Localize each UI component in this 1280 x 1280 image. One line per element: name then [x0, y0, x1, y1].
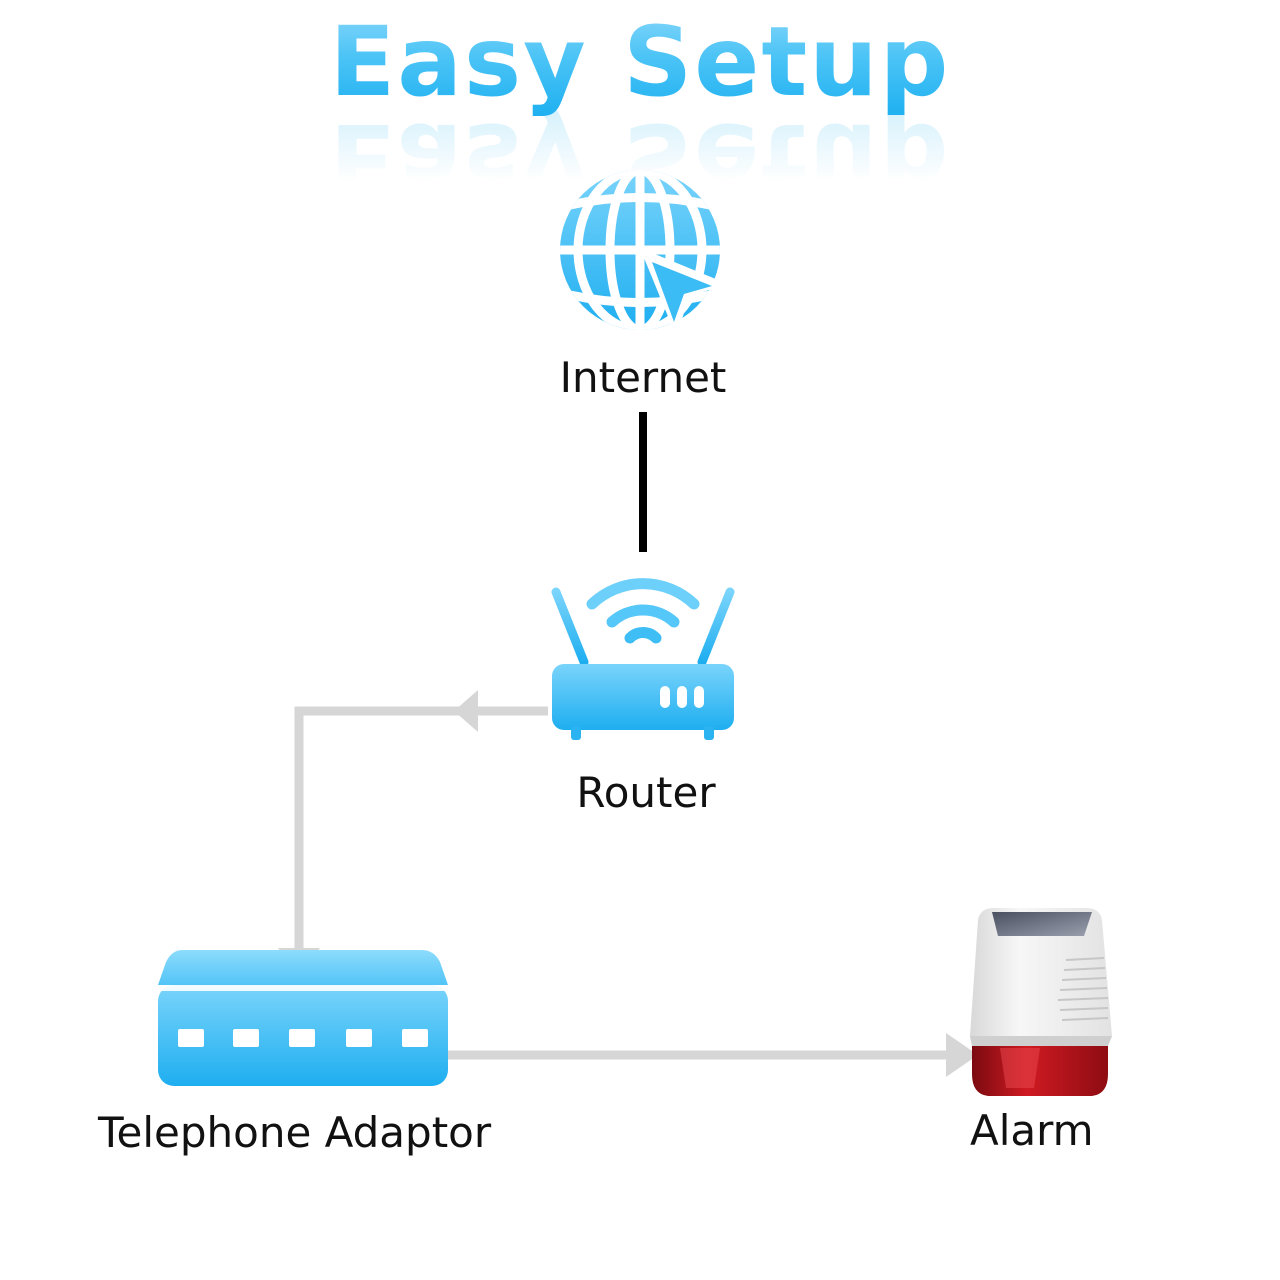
- telephone-adaptor-label: Telephone Adaptor: [98, 1108, 492, 1157]
- page-title: Easy Setup: [0, 2, 1280, 122]
- network-switch-icon: [158, 950, 448, 1086]
- alarm-label: Alarm: [970, 1106, 1094, 1155]
- arrowhead-right: [946, 1033, 978, 1077]
- arrowhead-left: [454, 690, 478, 732]
- internet-label: Internet: [559, 353, 727, 402]
- router-adaptor-connector: [278, 690, 548, 976]
- globe-cursor-icon: [560, 170, 728, 336]
- solar-siren-icon: [970, 908, 1112, 1096]
- switch-ports: [178, 1029, 428, 1047]
- title-area: Easy Setup Easy Setup: [0, 0, 1280, 214]
- adaptor-alarm-connector: [446, 1033, 978, 1077]
- router-label: Router: [576, 768, 716, 817]
- wifi-router-icon: [551, 578, 735, 740]
